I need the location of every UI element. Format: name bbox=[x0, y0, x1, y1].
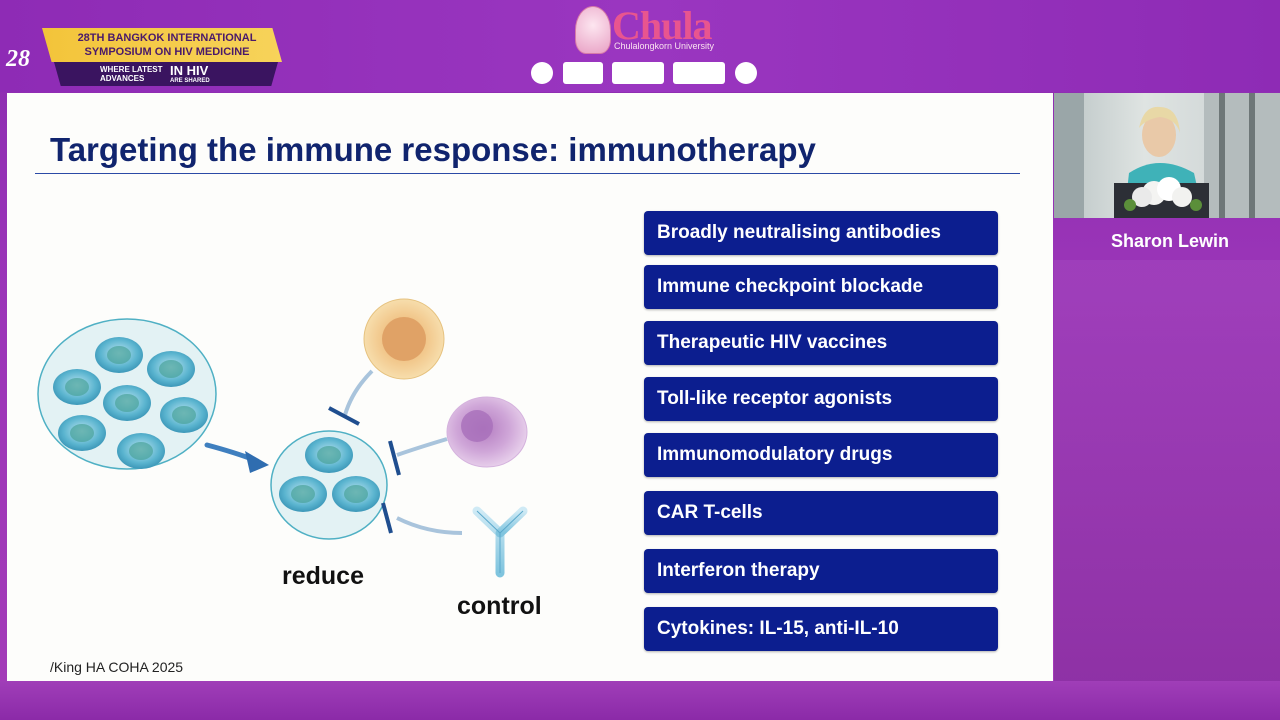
presentation-slide: Targeting the immune response: immunothe… bbox=[7, 93, 1053, 681]
inhibit-line-yellow bbox=[343, 369, 374, 416]
inhibit-bar-yellow bbox=[328, 406, 360, 426]
infected-cell-icon bbox=[147, 351, 195, 387]
therapy-item: Immune checkpoint blockade bbox=[644, 265, 998, 309]
therapy-item: Cytokines: IL-15, anti-IL-10 bbox=[644, 607, 998, 651]
symposium-banner bbox=[42, 28, 282, 62]
symposium-title-line1: 28TH BANGKOK INTERNATIONAL bbox=[77, 32, 257, 44]
therapy-item: CAR T-cells bbox=[644, 491, 998, 535]
university-name: Chula bbox=[612, 3, 712, 48]
tagline-tiny: ARE SHARED bbox=[170, 78, 210, 84]
infected-cell-icon bbox=[103, 385, 151, 421]
micu-logo-icon bbox=[563, 62, 603, 84]
antibody-icon bbox=[472, 506, 528, 578]
immune-diagram bbox=[37, 298, 528, 578]
speaker-video-frame bbox=[1054, 93, 1280, 218]
tagline-banner bbox=[54, 62, 278, 86]
footer-strip bbox=[0, 681, 1280, 720]
kk-logo-icon bbox=[673, 62, 725, 84]
speaker-name: Sharon Lewin bbox=[1110, 231, 1229, 251]
infected-cell-icon bbox=[117, 433, 165, 469]
infected-cell-icon bbox=[305, 437, 353, 473]
infected-cell-icon bbox=[332, 476, 380, 512]
ribbon-logo-icon bbox=[735, 62, 757, 84]
seal-logo-icon bbox=[531, 62, 553, 84]
reservoir-small bbox=[270, 430, 388, 540]
tagline-small-2: ADVANCES bbox=[100, 74, 145, 83]
slide-citation: /King HA COHA 2025 bbox=[50, 659, 184, 675]
inhibit-line-purple bbox=[396, 437, 448, 457]
inhibit-line-antibody bbox=[396, 516, 463, 535]
speaker-video bbox=[1054, 93, 1280, 218]
inhibit-bar-antibody bbox=[381, 502, 393, 534]
therapy-item: Interferon therapy bbox=[644, 549, 998, 593]
reservoir-large bbox=[37, 318, 217, 470]
chula-seal-icon bbox=[575, 6, 611, 54]
symposium-title: 28TH BANGKOK INTERNATIONAL SYMPOSIUM ON … bbox=[62, 31, 272, 59]
control-label: control bbox=[457, 592, 542, 620]
infected-cell-icon bbox=[279, 476, 327, 512]
therapy-item: Broadly neutralising antibodies bbox=[644, 211, 998, 255]
infected-cell-icon bbox=[58, 415, 106, 451]
infected-cell-icon bbox=[160, 397, 208, 433]
reduce-arrowhead bbox=[245, 451, 269, 473]
tagline-small: WHERE LATEST ADVANCES bbox=[100, 65, 163, 83]
title-divider bbox=[35, 173, 1020, 174]
inhibit-bar-purple bbox=[388, 440, 401, 476]
symposium-badge: 28 bbox=[6, 46, 30, 72]
university-subtitle: Chulalongkorn University bbox=[614, 41, 715, 51]
therapy-item: Toll-like receptor agonists bbox=[644, 377, 998, 421]
therapy-item: Therapeutic HIV vaccines bbox=[644, 321, 998, 365]
slide-title: Targeting the immune response: immunothe… bbox=[50, 131, 816, 168]
symposium-title-line2: SYMPOSIUM ON HIV MEDICINE bbox=[84, 46, 250, 58]
city-backdrop bbox=[1054, 260, 1280, 681]
yellow-immune-cell-icon bbox=[363, 298, 445, 380]
aidsnd-logo-icon bbox=[612, 62, 664, 84]
reduce-label: reduce bbox=[282, 562, 364, 590]
therapy-item: Immunomodulatory drugs bbox=[644, 433, 998, 477]
tagline-small-1: WHERE LATEST bbox=[100, 65, 163, 74]
infected-cell-icon bbox=[95, 337, 143, 373]
purple-immune-cell-icon bbox=[446, 396, 528, 468]
infected-cell-icon bbox=[53, 369, 101, 405]
tagline-big: IN HIV bbox=[170, 63, 209, 78]
